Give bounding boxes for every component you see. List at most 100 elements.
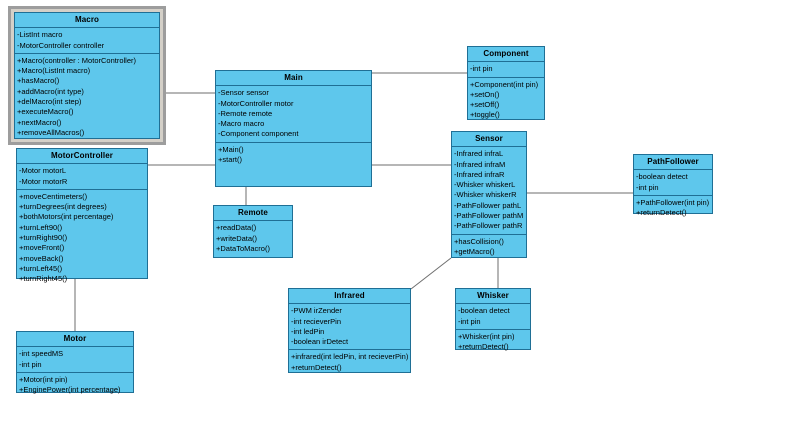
method-row: +setOff() (470, 100, 500, 110)
attribute-row: -Component component (218, 129, 299, 139)
attribute-row: -PWM irZender (291, 306, 342, 316)
attribute-row: -ListInt macro (17, 30, 63, 40)
attribute-row: -Macro macro (218, 119, 265, 129)
attribute-row: -boolean detect (636, 172, 688, 182)
attributes-compartment-main: -Sensor sensor-MotorController motor-Rem… (216, 86, 371, 143)
attributes-compartment-motor: -int speedMS-int pin (17, 347, 133, 373)
connector-sensor-infrared (410, 257, 452, 290)
method-row: +setOn() (470, 89, 500, 99)
method-row: +EnginePower(int percentage) (19, 385, 121, 395)
attribute-row: -Infrared infraM (454, 159, 506, 169)
method-row: +nextMacro() (17, 117, 62, 127)
class-name-whisker: Whisker (456, 289, 530, 305)
method-row: +hasCollision() (454, 236, 504, 246)
method-row: +DataToMacro() (216, 243, 270, 253)
method-row: +turnLeft90() (19, 222, 63, 232)
methods-compartment-motorcontroller: +moveCentimeters()+turnDegrees(int degre… (17, 190, 147, 287)
class-name-infrared: Infrared (289, 289, 410, 305)
methods-compartment-whisker: +Whisker(int pin)+returnDetect() (456, 330, 530, 355)
attribute-row: -int pin (636, 182, 659, 192)
class-box-macro[interactable]: Macro-ListInt macro-MotorController cont… (14, 12, 160, 139)
method-row: +moveFront() (19, 243, 65, 253)
methods-compartment-pathfollower: +PathFollower(int pin)+returnDetect() (634, 196, 712, 221)
method-row: +PathFollower(int pin) (636, 197, 710, 207)
attributes-compartment-infrared: -PWM irZender-int recieverPin-int ledPin… (289, 304, 410, 351)
class-box-pathfollower[interactable]: PathFollower-boolean detect-int pin+Path… (633, 154, 713, 217)
attribute-row: -Motor motorL (19, 166, 67, 176)
attributes-compartment-whisker: -boolean detect-int pin (456, 304, 530, 330)
class-box-sensor[interactable]: Sensor-Infrared infraL-Infrared infraM-I… (451, 131, 527, 258)
attribute-row: -Infrared infraL (454, 149, 504, 159)
method-row: +bothMotors(int percentage) (19, 212, 114, 222)
method-row: +moveCentimeters() (19, 191, 88, 201)
methods-compartment-motor: +Motor(int pin)+EnginePower(int percenta… (17, 373, 133, 398)
attributes-compartment-sensor: -Infrared infraL-Infrared infraM-Infrare… (452, 147, 526, 235)
attribute-row: -int pin (470, 64, 493, 74)
attribute-row: -MotorController controller (17, 40, 105, 50)
methods-compartment-remote: +readData()+writeData()+DataToMacro() (214, 221, 292, 256)
class-name-main: Main (216, 71, 371, 87)
method-row: +hasMacro() (17, 76, 60, 86)
attributes-compartment-pathfollower: -boolean detect-int pin (634, 170, 712, 196)
class-box-infrared[interactable]: Infrared-PWM irZender-int recieverPin-in… (288, 288, 411, 373)
method-row: +returnDetect() (458, 342, 509, 352)
attribute-row: -int recieverPin (291, 316, 342, 326)
class-name-pathfollower: PathFollower (634, 155, 712, 171)
attribute-row: -Infrared infraR (454, 169, 505, 179)
class-name-motor: Motor (17, 332, 133, 348)
attribute-row: -Sensor sensor (218, 88, 269, 98)
attribute-row: -int pin (19, 359, 42, 369)
methods-compartment-component: +Component(int pin)+setOn()+setOff()+tog… (468, 78, 544, 123)
attribute-row: -boolean irDetect (291, 337, 349, 347)
method-row: +Macro(ListInt macro) (17, 66, 91, 76)
method-row: +returnDetect() (291, 362, 342, 372)
method-row: +start() (218, 155, 242, 165)
class-box-motorcontroller[interactable]: MotorController-Motor motorL-Motor motor… (16, 148, 148, 283)
method-row: +turnRight45() (19, 274, 68, 284)
attribute-row: -PathFollower pathM (454, 211, 524, 221)
method-row: +Macro(controller : MotorController) (17, 55, 136, 65)
method-row: +readData() (216, 223, 257, 233)
attributes-compartment-component: -int pin (468, 62, 544, 78)
method-row: +moveBack() (19, 253, 64, 263)
class-name-macro: Macro (15, 13, 159, 29)
attribute-row: -boolean detect (458, 306, 510, 316)
attribute-row: -int ledPin (291, 326, 325, 336)
attribute-row: -Motor motorR (19, 176, 68, 186)
attributes-compartment-macro: -ListInt macro-MotorController controlle… (15, 28, 159, 54)
class-box-component[interactable]: Component-int pin+Component(int pin)+set… (467, 46, 545, 120)
method-row: +Motor(int pin) (19, 374, 68, 384)
method-row: +getMacro() (454, 246, 495, 256)
method-row: +turnRight90() (19, 233, 68, 243)
methods-compartment-macro: +Macro(controller : MotorController)+Mac… (15, 54, 159, 140)
class-name-remote: Remote (214, 206, 292, 222)
class-box-whisker[interactable]: Whisker-boolean detect-int pin+Whisker(i… (455, 288, 531, 351)
attribute-row: -PathFollower pathR (454, 221, 523, 231)
method-row: +Component(int pin) (470, 79, 539, 89)
method-row: +addMacro(int type) (17, 86, 84, 96)
method-row: +executeMacro() (17, 107, 74, 117)
method-row: +turnDegrees(int degrees) (19, 202, 107, 212)
method-row: +Whisker(int pin) (458, 331, 515, 341)
method-row: +delMacro(int step) (17, 97, 82, 107)
class-name-component: Component (468, 47, 544, 63)
class-name-motorcontroller: MotorController (17, 149, 147, 165)
attribute-row: -int speedMS (19, 349, 64, 359)
method-row: +writeData() (216, 233, 258, 243)
method-row: +Main() (218, 144, 244, 154)
method-row: +returnDetect() (636, 208, 687, 218)
class-box-remote[interactable]: Remote+readData()+writeData()+DataToMacr… (213, 205, 293, 258)
attribute-row: -Remote remote (218, 108, 273, 118)
method-row: +turnLeft45() (19, 263, 63, 273)
class-name-sensor: Sensor (452, 132, 526, 148)
class-box-main[interactable]: Main-Sensor sensor-MotorController motor… (215, 70, 372, 187)
method-row: +infrared(int ledPin, int recieverPin) (291, 352, 409, 362)
method-row: +toggle() (470, 110, 500, 120)
attribute-row: -Whisker whiskerR (454, 190, 517, 200)
class-box-motor[interactable]: Motor-int speedMS-int pin+Motor(int pin)… (16, 331, 134, 394)
methods-compartment-main: +Main()+start() (216, 143, 371, 168)
attributes-compartment-motorcontroller: -Motor motorL-Motor motorR (17, 164, 147, 190)
methods-compartment-sensor: +hasCollision()+getMacro() (452, 235, 526, 260)
